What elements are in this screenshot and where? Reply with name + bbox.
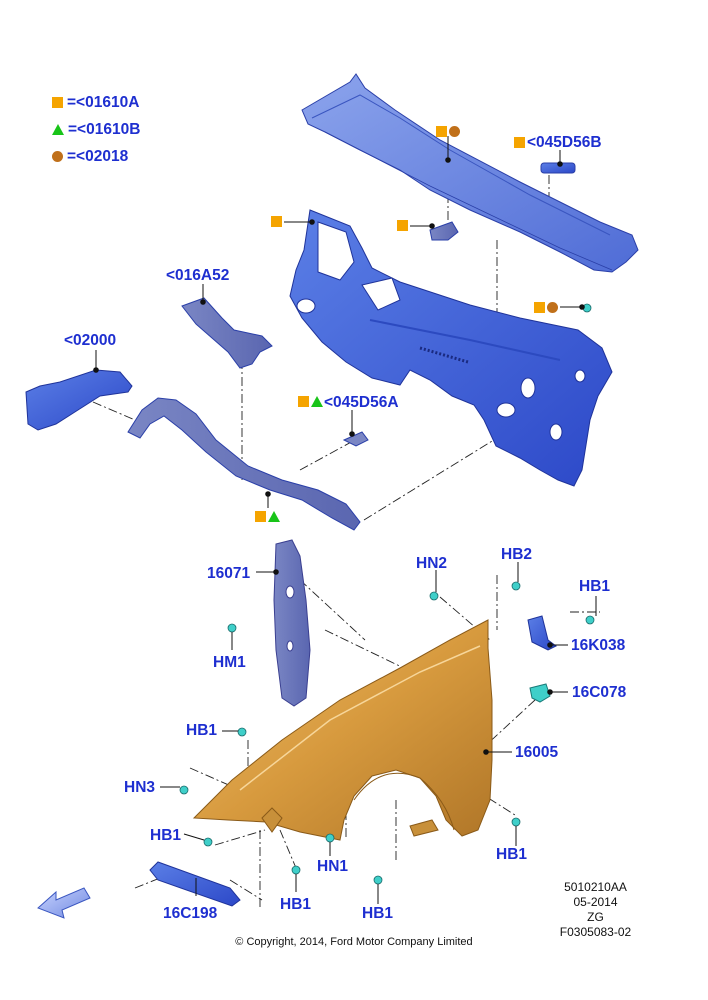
reference-line: F0305083-02	[559, 925, 632, 939]
panel-16071	[273, 539, 311, 707]
cowl-panel	[301, 73, 639, 273]
triangle-icon	[52, 124, 64, 136]
bracket-16K038	[527, 615, 557, 651]
label-HB2: HB2	[501, 546, 533, 563]
label-HB1-right: HB1	[579, 578, 611, 595]
label-16C078: 16C078	[572, 684, 627, 701]
reference-block: 5010210AA 05-2014 ZG F0305083-02	[548, 880, 643, 940]
square-icon	[52, 97, 63, 109]
bracket-045D56A	[342, 431, 369, 447]
label-045D56A: <045D56A	[324, 394, 399, 411]
direction-arrow-icon	[37, 887, 91, 919]
square-icon	[271, 216, 282, 227]
label-16K038: 16K038	[571, 637, 626, 654]
label-16071: 16071	[207, 565, 251, 582]
bracket-016A52	[181, 297, 273, 369]
label-HB1-lower-left: HB1	[150, 827, 182, 844]
square-icon	[298, 396, 309, 407]
circle-icon	[52, 151, 63, 163]
label-16005: 16005	[515, 744, 559, 761]
copyright-text: © Copyright, 2014, Ford Motor Company Li…	[235, 936, 473, 948]
circle-icon	[449, 126, 460, 137]
legend-item-triangle: =<01610B	[52, 122, 140, 138]
triangle-icon	[311, 396, 323, 407]
small-bracket	[429, 221, 459, 241]
triangle-icon	[268, 511, 280, 522]
leader-lines	[93, 136, 597, 904]
marker-square	[397, 220, 408, 231]
square-icon	[514, 137, 525, 148]
label-HB1-bottom-a: HB1	[280, 896, 312, 913]
label-HB1-left: HB1	[186, 722, 218, 739]
cross-member	[127, 397, 361, 531]
marker-square-triangle	[255, 511, 280, 522]
clip-16C078	[529, 683, 551, 703]
reference-line: ZG	[587, 910, 604, 924]
label-02000: <02000	[64, 332, 117, 349]
legend-text: =<01610B	[68, 121, 141, 138]
reference-line: 5010210AA	[564, 880, 627, 894]
label-016A52: <016A52	[166, 267, 230, 284]
marker-square-circle	[534, 302, 558, 313]
label-HM1: HM1	[213, 654, 246, 671]
label-HB1-lower-right: HB1	[496, 846, 528, 863]
marker-square	[271, 216, 282, 227]
circle-icon	[547, 302, 558, 313]
label-HN3: HN3	[124, 779, 156, 796]
square-icon	[436, 126, 447, 137]
label-045D56B: <045D56B	[527, 134, 602, 151]
legend-item-circle: =<02018	[52, 149, 128, 165]
square-icon	[534, 302, 545, 313]
reference-line: 05-2014	[573, 895, 618, 909]
fender-16005	[192, 619, 493, 841]
legend-text: =<01610A	[67, 94, 140, 111]
rail-16C198	[149, 861, 241, 907]
legend-text: =<02018	[67, 148, 129, 165]
label-HN1: HN1	[317, 858, 349, 875]
marker-square-circle	[436, 126, 460, 137]
label-HB1-bottom-b: HB1	[362, 905, 394, 922]
square-icon	[255, 511, 266, 522]
label-HN2: HN2	[416, 555, 448, 572]
fasteners	[179, 303, 595, 885]
label-16C198: 16C198	[163, 905, 218, 922]
dash-panel	[289, 209, 613, 487]
bracket-02000	[25, 369, 133, 431]
square-icon	[397, 220, 408, 231]
marker-square	[514, 137, 525, 148]
legend-item-square: =<01610A	[52, 95, 139, 111]
marker-square-triangle	[298, 396, 323, 407]
